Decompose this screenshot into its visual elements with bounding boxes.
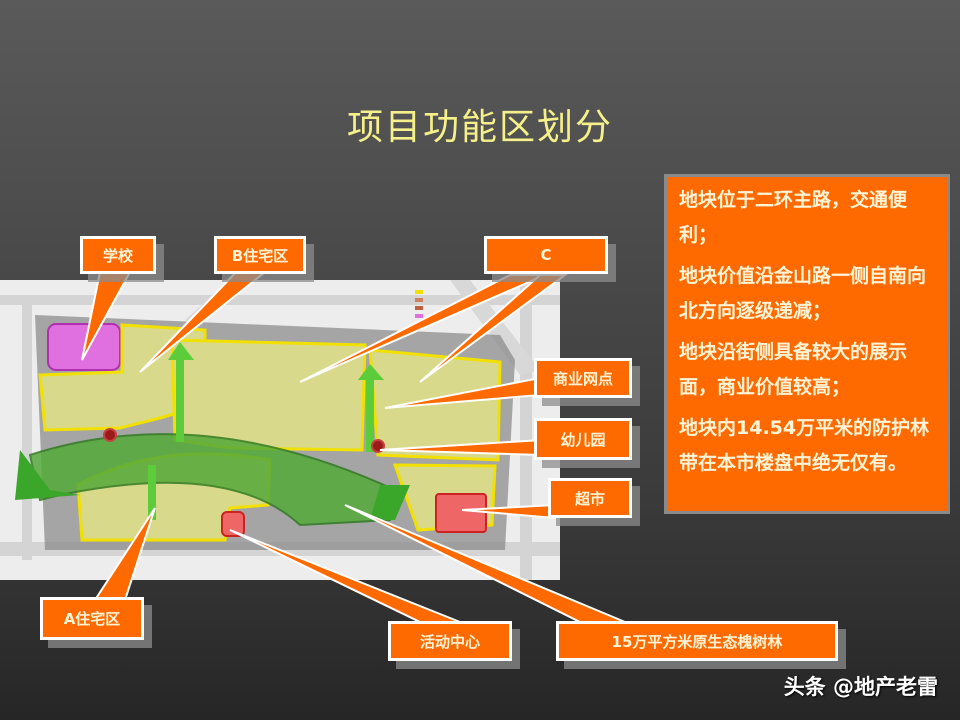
callout-supermarket: 超市: [548, 478, 632, 518]
watermark: 头条 @地产老雷: [783, 675, 938, 699]
site-plan-illustration: [0, 280, 560, 580]
callout-commercial-outlets: 商业网点: [534, 358, 632, 398]
slide-title: 项目功能区划分: [346, 107, 613, 148]
callout-zone-a: A住宅区: [40, 597, 144, 640]
callout-forest: 15万平方米原生态槐树林: [556, 621, 838, 661]
info-paragraph-3: 地块沿街侧具备较大的展示面，商业价值较高；: [679, 341, 908, 398]
info-paragraph-2: 地块价值沿金山路一侧自南向北方向逐级递减；: [679, 265, 927, 322]
callout-zone-b: B住宅区: [214, 236, 306, 274]
supermarket-marker: [435, 493, 487, 533]
info-paragraph-4: 地块内14.54万平米的防护林带在本市楼盘中绝无仅有。: [679, 417, 930, 474]
green-path: [148, 465, 156, 520]
activity-center-marker: [221, 511, 245, 537]
callout-school: 学校: [80, 236, 156, 274]
zone-c-residential: [368, 348, 502, 462]
info-paragraph-1: 地块位于二环主路，交通便利；: [679, 189, 908, 246]
school-zone: [47, 323, 121, 371]
green-path: [366, 372, 374, 452]
info-box: 地块位于二环主路，交通便利； 地块价值沿金山路一侧自南向北方向逐级递减； 地块沿…: [664, 174, 950, 514]
green-path: [176, 352, 184, 442]
zone-central-residential: [170, 338, 367, 452]
callout-activity-center: 活动中心: [388, 621, 512, 661]
callout-zone-c: C: [484, 236, 608, 274]
kindergarten-marker: [371, 439, 385, 453]
callout-kindergarten: 幼儿园: [534, 418, 632, 460]
site-plan-map: [0, 280, 560, 580]
